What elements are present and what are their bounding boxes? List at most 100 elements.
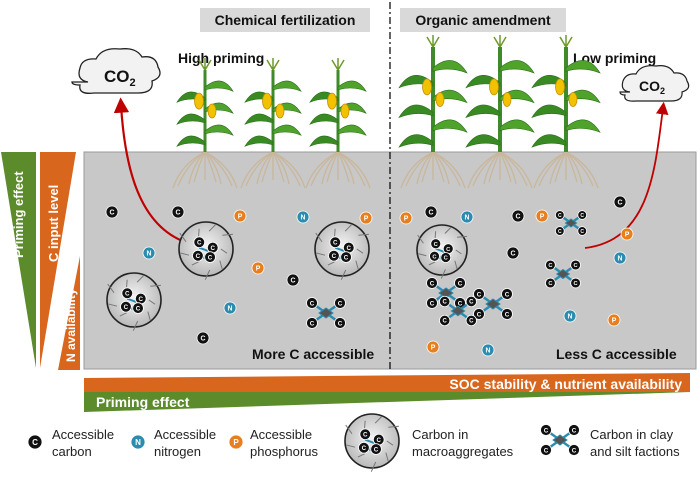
- legend-phosphorus-line1: Accessible: [250, 427, 312, 442]
- n-availability-side-label: N availability: [64, 288, 78, 362]
- corn-plant: [531, 35, 601, 189]
- svg-text:C: C: [291, 278, 296, 285]
- svg-text:C: C: [618, 200, 623, 207]
- svg-text:C: C: [211, 245, 216, 252]
- carbon-atom: C: [206, 241, 219, 254]
- carbon-atom: C: [577, 226, 587, 236]
- svg-text:P: P: [625, 232, 630, 239]
- carbon-atom: C: [430, 238, 442, 250]
- svg-text:C: C: [338, 300, 343, 307]
- svg-text:C: C: [196, 253, 201, 260]
- c-input-level-side-label: C input level: [46, 185, 61, 262]
- clay-silt-complex: C C C C: [439, 295, 477, 327]
- carbon-atom: C: [439, 295, 451, 308]
- carbon-atom: C: [120, 300, 132, 313]
- svg-text:C: C: [362, 445, 367, 452]
- carbon-atom: C: [134, 292, 147, 305]
- legend-carbon-line2: carbon: [52, 444, 92, 459]
- left-title-box: [200, 8, 370, 32]
- carbon-atom: C: [440, 252, 452, 263]
- svg-text:P: P: [233, 438, 239, 447]
- soc-stability-label: SOC stability & nutrient availability: [449, 376, 682, 392]
- legend-carbon-line1: Accessible: [52, 427, 114, 442]
- svg-text:C: C: [110, 210, 115, 217]
- carbon-atom: C: [545, 259, 556, 271]
- co2-flux-arrow-right: [584, 101, 669, 249]
- carbon-atom: C: [568, 444, 580, 456]
- svg-text:C: C: [544, 427, 549, 434]
- svg-text:C: C: [208, 254, 213, 261]
- svg-text:C: C: [201, 336, 206, 343]
- carbon-atom: C: [554, 226, 565, 236]
- right-title: Organic amendment: [415, 12, 551, 28]
- carbon-atom: C: [568, 424, 580, 436]
- svg-text:C: C: [469, 319, 474, 325]
- carbon-atom: C: [506, 246, 520, 260]
- carbon-atom: C: [328, 249, 340, 262]
- svg-text:C: C: [197, 240, 202, 247]
- legend-carbon-symbol: C: [27, 434, 43, 450]
- carbon-atom: C: [426, 277, 438, 289]
- svg-text:C: C: [125, 291, 130, 298]
- corn-plant: [305, 58, 371, 189]
- phosphorus-atom: P: [620, 227, 634, 241]
- carbon-atom: C: [501, 288, 513, 300]
- carbon-atom: C: [511, 209, 525, 223]
- carbon-atom: C: [334, 297, 346, 309]
- priming-effect-side-label: Priming effect: [11, 171, 26, 258]
- phosphorus-atom: P: [359, 211, 373, 225]
- legend-macro-line2: macroaggregates: [412, 444, 514, 459]
- svg-text:C: C: [434, 242, 438, 248]
- carbon-atom: C: [473, 308, 485, 320]
- svg-text:C: C: [477, 311, 482, 318]
- svg-text:C: C: [572, 427, 577, 434]
- legend-clay-complex-symbol: C C C C: [540, 424, 580, 456]
- carbon-atom: C: [540, 444, 552, 456]
- carbon-atom: C: [570, 259, 581, 271]
- svg-text:C: C: [443, 300, 448, 306]
- soc-stability-wedge: [84, 373, 690, 392]
- plant-roots: [400, 151, 466, 189]
- priming-effect-bottom-label: Priming effect: [96, 394, 190, 410]
- carbon-atom: C: [306, 297, 318, 309]
- svg-text:P: P: [612, 318, 617, 325]
- svg-text:C: C: [124, 304, 129, 311]
- svg-text:C: C: [443, 319, 448, 325]
- nitrogen-atom: N: [563, 309, 577, 323]
- svg-text:C: C: [430, 300, 435, 307]
- svg-text:C: C: [347, 245, 352, 252]
- svg-text:C: C: [548, 263, 552, 269]
- svg-text:P: P: [256, 266, 261, 273]
- svg-text:C: C: [516, 214, 521, 221]
- clay-silt-complex: C C C C: [554, 210, 587, 236]
- svg-text:C: C: [136, 305, 141, 312]
- svg-text:C: C: [432, 254, 436, 260]
- svg-text:C: C: [446, 247, 450, 253]
- phosphorus-atom: P: [426, 340, 440, 354]
- nitrogen-atom: N: [481, 343, 495, 357]
- carbon-atom: C: [358, 441, 370, 454]
- c-input-level-wedge: [40, 152, 76, 368]
- svg-text:C: C: [558, 213, 562, 219]
- svg-text:N: N: [301, 215, 306, 222]
- phosphorus-atom: P: [535, 209, 549, 223]
- svg-text:N: N: [228, 306, 233, 313]
- svg-text:C: C: [176, 210, 181, 217]
- carbon-atom: C: [27, 434, 43, 450]
- right-caption: Less C accessible: [556, 346, 677, 362]
- svg-text:C: C: [344, 254, 349, 261]
- carbon-atom: C: [132, 302, 144, 314]
- co2-flux-arrow-left: [113, 97, 186, 244]
- corn-plant: [240, 58, 306, 189]
- carbon-atom: C: [334, 317, 346, 329]
- svg-text:C: C: [580, 213, 584, 219]
- svg-text:C: C: [469, 300, 474, 306]
- svg-text:C: C: [505, 291, 510, 298]
